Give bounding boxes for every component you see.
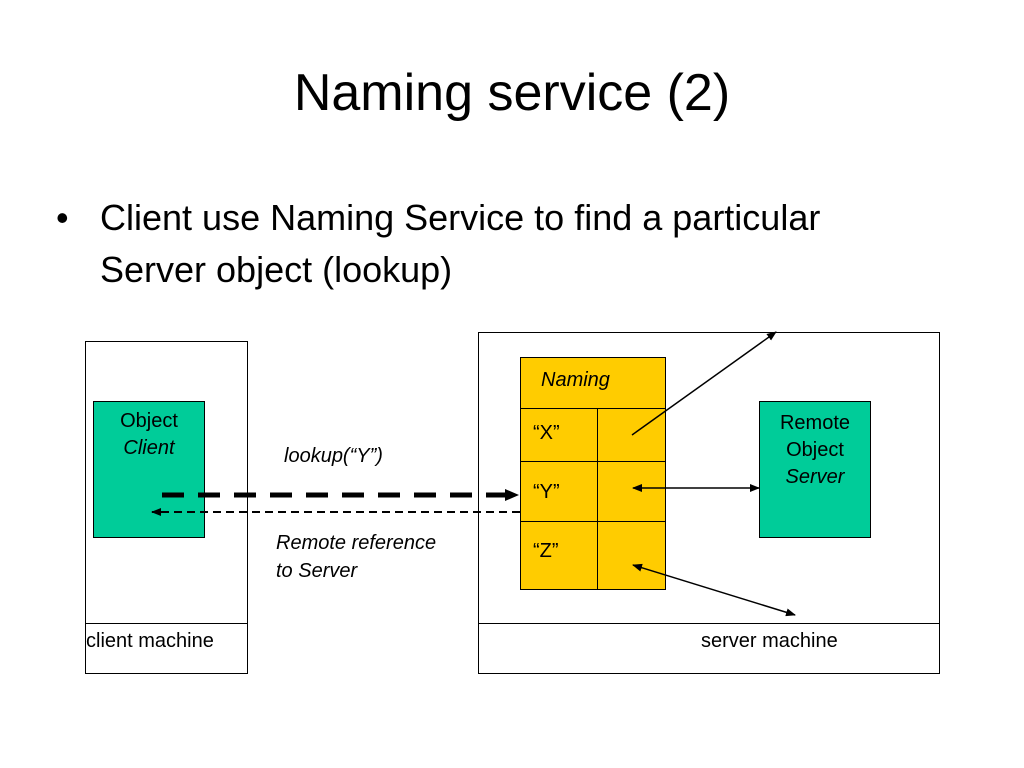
bullet-text: Client use Naming Service to find a part… <box>100 192 950 296</box>
z-reference-arrow <box>632 563 796 617</box>
remote-object-server-box: Remote Object Server <box>759 401 871 538</box>
naming-entry-z: “Z” <box>533 540 559 562</box>
server-machine-divider <box>479 623 939 624</box>
remote-object-line3: Server <box>785 466 845 488</box>
client-machine-label: client machine <box>86 630 214 652</box>
naming-table: Naming “X” “Y” “Z” <box>520 357 666 590</box>
remote-reference-line1: Remote reference <box>276 532 437 554</box>
remote-object-line2: Object <box>786 439 844 461</box>
object-client-box: Object Client <box>93 401 205 538</box>
naming-row-divider <box>521 461 665 462</box>
object-client-line2: Client <box>123 437 175 459</box>
slide-title: Naming service (2) <box>293 64 731 122</box>
lookup-label: lookup(“Y”) <box>284 445 383 467</box>
remote-reference-label: Remote reference to Server <box>276 529 436 585</box>
remote-reference-line2: to Server <box>276 560 358 582</box>
x-reference-arrow <box>631 331 777 436</box>
bullet-line-1: Client use Naming Service to find a part… <box>100 197 821 238</box>
object-client-line1: Object <box>120 410 178 432</box>
naming-row-divider <box>521 408 665 409</box>
client-machine-divider <box>86 623 247 624</box>
client-machine-box: client machine <box>85 341 248 674</box>
naming-entry-y: “Y” <box>533 481 560 503</box>
naming-column-divider <box>597 409 598 590</box>
server-machine-label: server machine <box>701 630 838 652</box>
server-machine-box: server machine <box>478 332 940 674</box>
naming-header: Naming <box>541 369 610 391</box>
naming-row-divider <box>521 521 665 522</box>
bullet-icon: • <box>56 197 69 238</box>
remote-object-line1: Remote <box>779 412 851 434</box>
naming-entry-x: “X” <box>533 422 560 444</box>
bullet-line-2: Server object (lookup) <box>100 249 453 290</box>
